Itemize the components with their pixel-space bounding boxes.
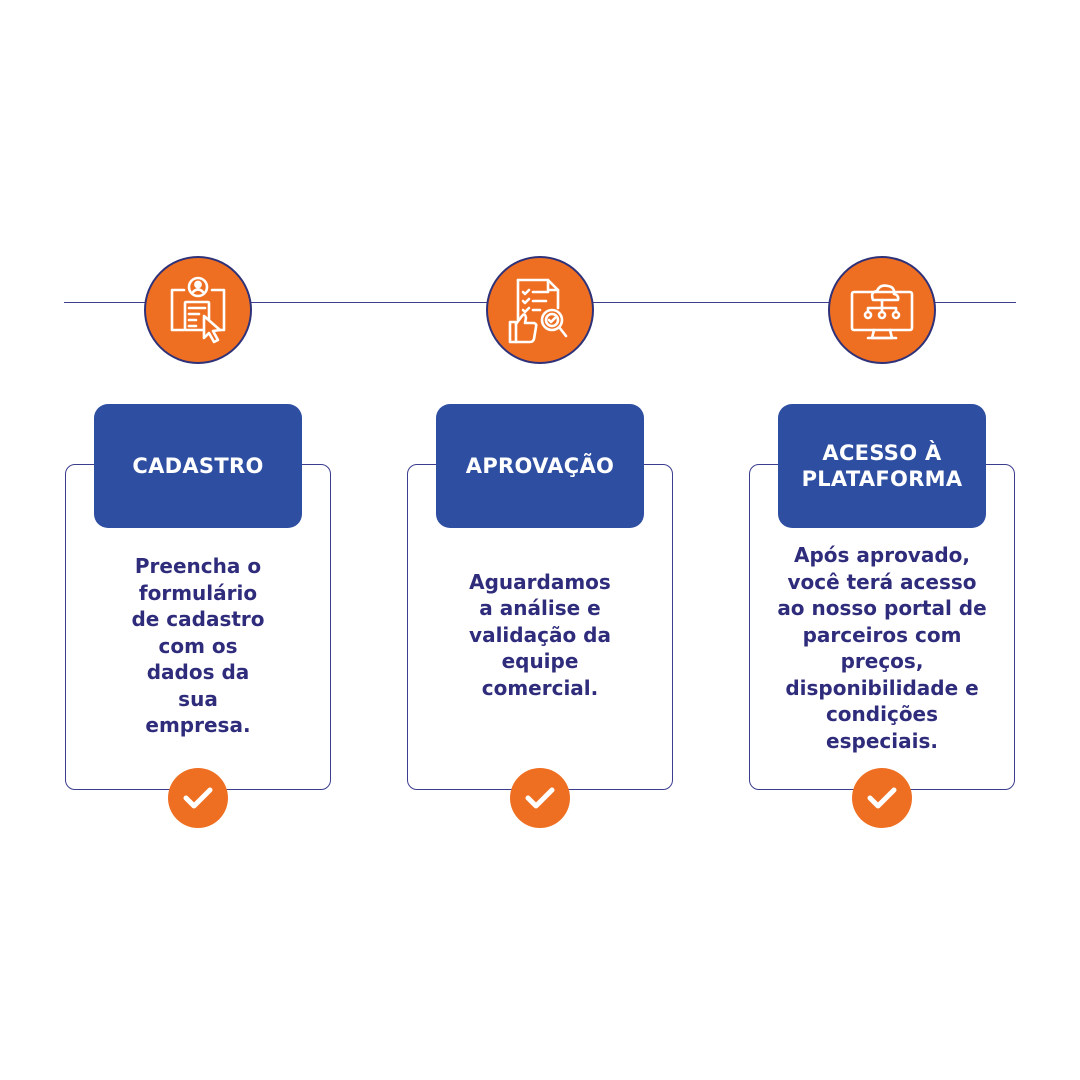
step-title: CADASTRO bbox=[132, 454, 264, 478]
cloud-network-monitor-icon bbox=[828, 256, 936, 364]
step-body-cadastro: Preencha o formulário de cadastro com os… bbox=[65, 548, 331, 744]
step-header-acesso: ACESSO À PLATAFORMA bbox=[778, 404, 986, 528]
step-title: ACESSO À PLATAFORMA bbox=[801, 441, 963, 491]
step-body-aprovacao: Aguardamos a análise e validação da equi… bbox=[407, 560, 673, 710]
checkmark-icon bbox=[510, 768, 570, 828]
step-description: Aguardamos a análise e validação da equi… bbox=[469, 569, 611, 700]
checkmark-icon bbox=[168, 768, 228, 828]
checkmark-icon bbox=[852, 768, 912, 828]
step-header-aprovacao: APROVAÇÃO bbox=[436, 404, 644, 528]
step-title: APROVAÇÃO bbox=[465, 454, 615, 478]
step-description: Preencha o formulário de cadastro com os… bbox=[131, 554, 265, 738]
document-approval-icon bbox=[486, 256, 594, 364]
step-body-acesso: Após aprovado, você terá acesso ao nosso… bbox=[749, 540, 1015, 756]
registration-form-icon bbox=[144, 256, 252, 364]
step-header-cadastro: CADASTRO bbox=[94, 404, 302, 528]
step-description: Após aprovado, você terá acesso ao nosso… bbox=[777, 543, 987, 753]
